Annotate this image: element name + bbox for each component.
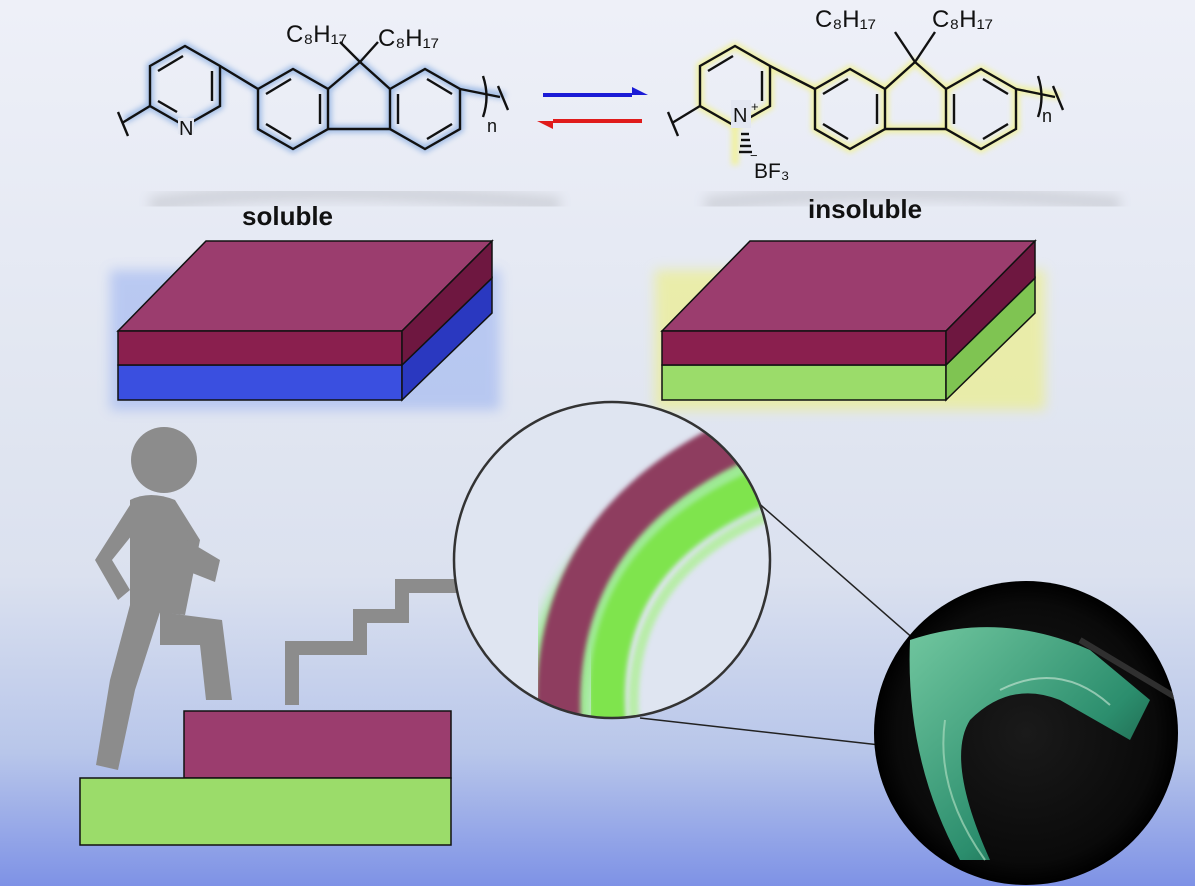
right-alkyl-1: C₈H₁₇: [815, 6, 876, 33]
structure-reflection-right: [703, 184, 1121, 213]
upper-step-magenta: [183, 710, 452, 779]
insoluble-label: insoluble: [808, 194, 922, 224]
right-nitrogen-charge: +: [751, 99, 759, 114]
structure-reflection-left: [148, 184, 561, 213]
soluble-bilayer-slab: [110, 239, 500, 410]
lewis-acid-label: BF₃: [754, 160, 789, 183]
right-repeat-n: n: [1042, 106, 1052, 126]
left-alkyl-1: C₈H₁₇: [286, 21, 347, 48]
walking-person-icon: [95, 427, 232, 770]
left-nitrogen-label: N: [179, 118, 193, 140]
right-nitrogen-label: N: [733, 105, 747, 127]
forward-arrow: [543, 87, 648, 97]
lewis-acid-charge: −: [750, 148, 758, 163]
magnifier-connector-lines: [639, 499, 916, 746]
equilibrium-arrows: [537, 87, 648, 129]
soluble-polymer-structure: [116, 41, 510, 154]
insoluble-bilayer-slab: [655, 239, 1045, 410]
insoluble-polymer-structure: [666, 31, 1065, 165]
stairs-outline-icon: [285, 579, 460, 705]
right-alkyl-2: C₈H₁₇: [932, 6, 993, 33]
left-alkyl-2: C₈H₁₇: [378, 25, 439, 52]
reverse-arrow: [537, 119, 642, 129]
soluble-label: soluble: [242, 201, 333, 231]
left-repeat-n: n: [487, 116, 497, 136]
lower-step-green: [79, 777, 452, 846]
step-blocks: [79, 710, 452, 846]
film-photo-inset: [874, 581, 1178, 885]
magnified-bilayer-view: [452, 400, 772, 720]
